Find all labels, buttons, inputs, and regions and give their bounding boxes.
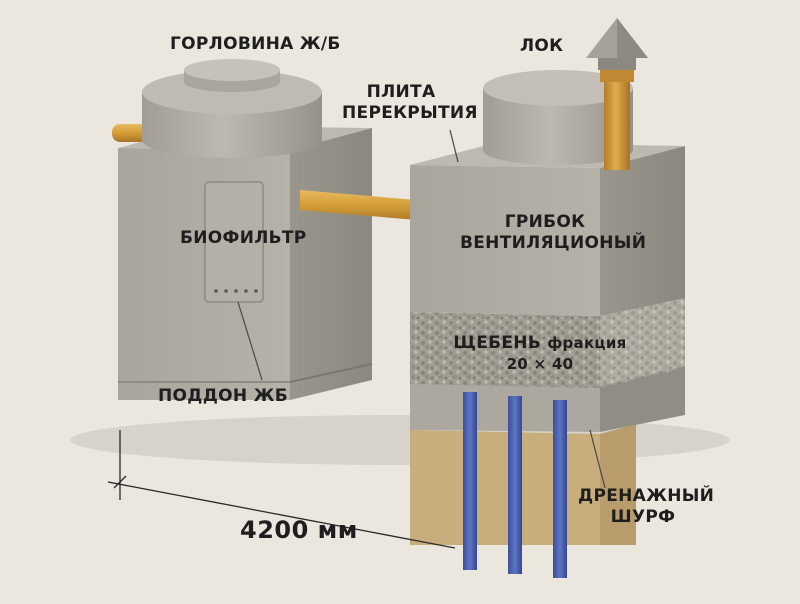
tank-front-face xyxy=(118,148,290,400)
drain-pipe-3 xyxy=(553,400,567,578)
vent-pipe xyxy=(604,78,630,170)
label-slab: ПЛИТА ПЕРЕКРЫТИЯ xyxy=(342,82,460,124)
drain-pipe-1 xyxy=(463,392,477,570)
label-dimension: 4200 мм xyxy=(240,520,358,541)
label-slab-line1: ПЛИТА xyxy=(342,82,460,103)
neck-lid xyxy=(184,59,280,81)
label-gravel-size: 20 × 40 xyxy=(440,354,640,375)
drain-pipe-2 xyxy=(508,396,522,574)
label-gravel-suffix: фракция xyxy=(547,334,626,352)
tank-side-face xyxy=(290,128,372,400)
label-gravel: ЩЕБЕНЬ фракция 20 × 40 xyxy=(440,333,640,375)
label-tray: ПОДДОН ЖБ xyxy=(158,386,288,407)
label-vent: ГРИБОК ВЕНТИЛЯЦИОНЫЙ xyxy=(460,212,630,254)
label-gravel-main: ЩЕБЕНЬ xyxy=(453,333,541,353)
label-vent-line1: ГРИБОК xyxy=(460,212,630,233)
label-drain: ДРЕНАЖНЫЙ ШУРФ xyxy=(578,486,708,528)
label-neck: ГОРЛОВИНА Ж/Б xyxy=(170,34,341,55)
label-biofilter: БИОФИЛЬТР xyxy=(180,228,307,249)
label-vent-line2: ВЕНТИЛЯЦИОНЫЙ xyxy=(460,233,630,254)
label-drain-line2: ШУРФ xyxy=(578,507,708,528)
tank-lower-band xyxy=(410,382,600,432)
label-drain-line1: ДРЕНАЖНЫЙ xyxy=(578,486,708,507)
label-lid: ЛОК xyxy=(520,36,563,57)
label-slab-line2: ПЕРЕКРЫТИЯ xyxy=(342,103,460,124)
vent-cap-ring xyxy=(598,58,636,70)
